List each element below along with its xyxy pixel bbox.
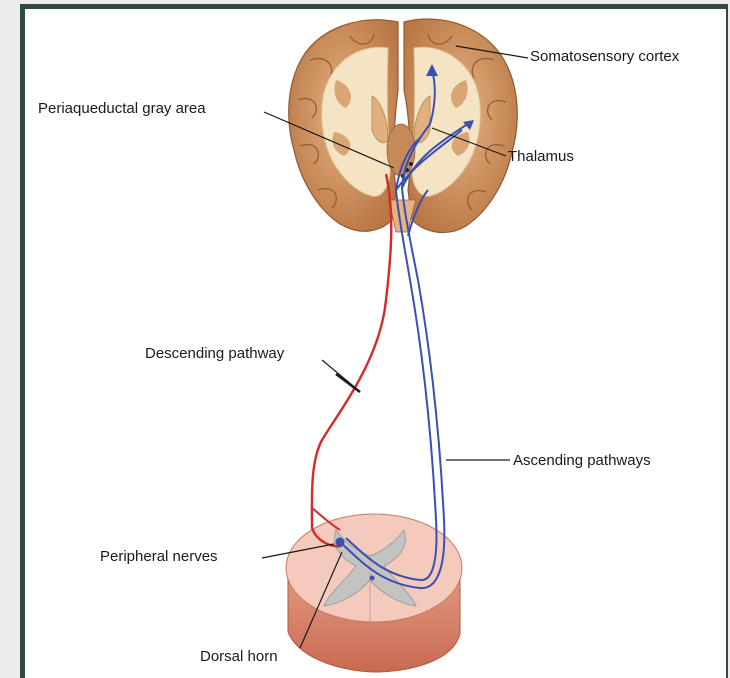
label-descending-pathway: Descending pathway bbox=[145, 345, 284, 363]
label-dorsal-horn: Dorsal horn bbox=[200, 648, 278, 666]
label-thalamus: Thalamus bbox=[508, 148, 574, 166]
label-periaqueductal-gray: Periaqueductal gray area bbox=[38, 100, 206, 118]
peripheral-nerve-terminal bbox=[336, 538, 345, 547]
label-ascending-pathways: Ascending pathways bbox=[513, 452, 651, 470]
label-somatosensory-cortex: Somatosensory cortex bbox=[530, 48, 679, 66]
label-peripheral-nerves: Peripheral nerves bbox=[100, 548, 218, 566]
